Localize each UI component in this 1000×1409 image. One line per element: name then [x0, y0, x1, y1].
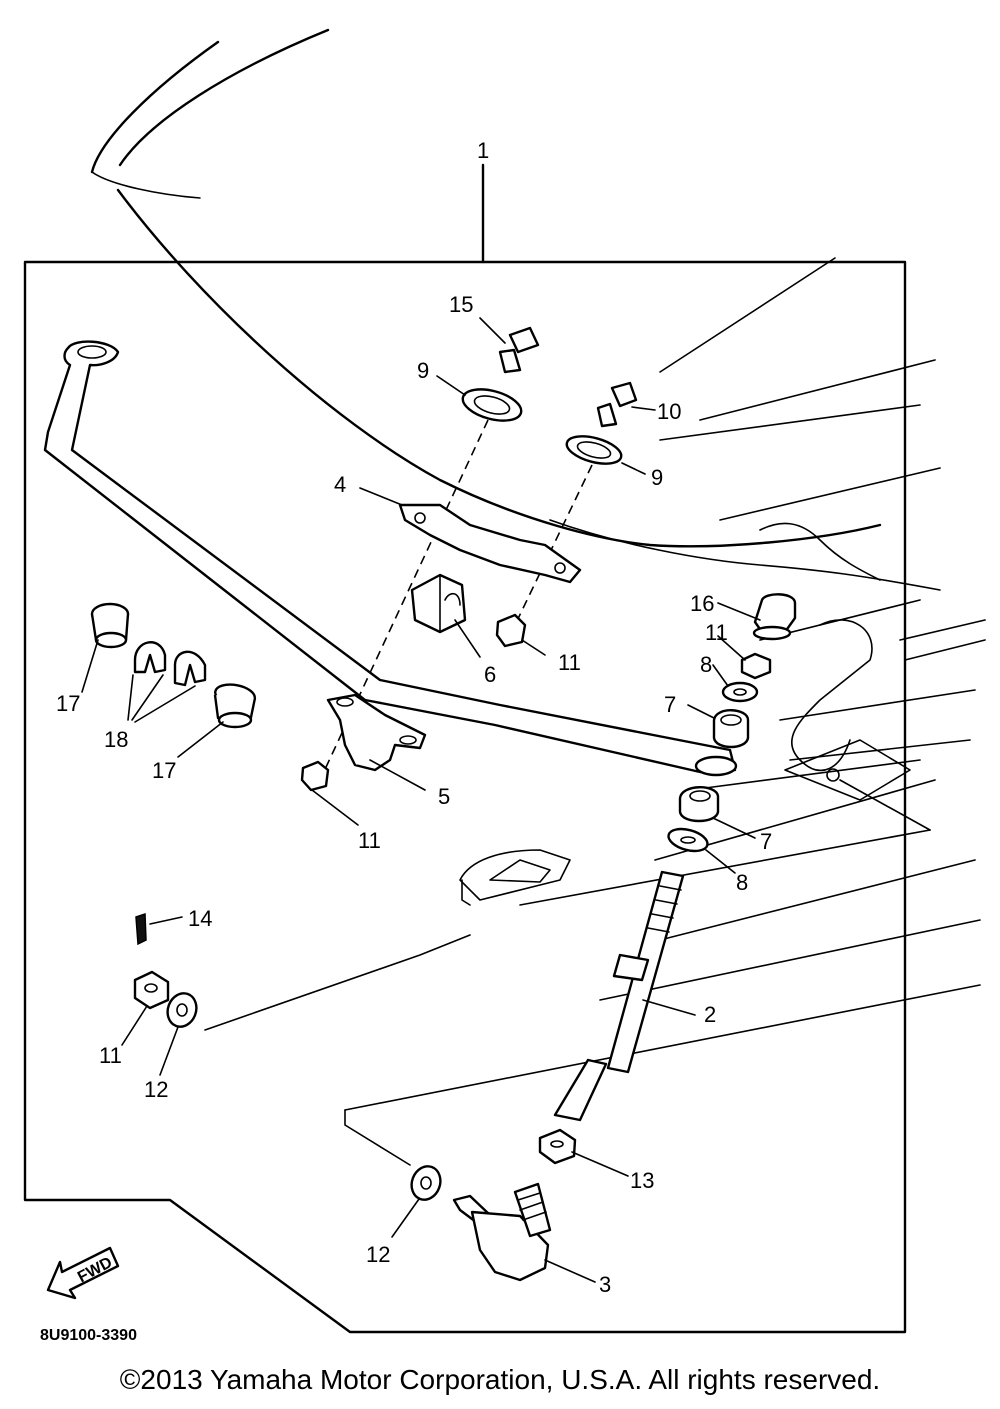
callout-14: 14 — [188, 906, 212, 931]
callout-5: 5 — [438, 784, 450, 809]
callout-9-right: 9 — [651, 465, 663, 490]
cotter-pin-14 — [135, 912, 147, 946]
callout-12-left: 12 — [144, 1077, 168, 1102]
nut-11-left — [133, 970, 170, 1010]
bushing-17-left — [90, 602, 130, 649]
nut-13 — [538, 1128, 577, 1165]
copyright-notice: ©2013 Yamaha Motor Corporation, U.S.A. A… — [119, 1364, 881, 1395]
callout-9-left: 9 — [417, 358, 429, 383]
callout-15: 15 — [449, 292, 473, 317]
washer-9-left — [461, 388, 523, 422]
bushing-7-lower — [678, 786, 720, 823]
callout-8-upper: 8 — [700, 652, 712, 677]
callout-7-upper: 7 — [664, 692, 676, 717]
callout-1: 1 — [477, 138, 489, 163]
callout-16: 16 — [690, 591, 714, 616]
washer-12-left — [166, 992, 198, 1028]
washer-9-right — [565, 435, 623, 465]
diagram-code: 8U9100-3390 — [40, 1327, 137, 1344]
bolt-15 — [498, 326, 540, 374]
cap-16 — [752, 593, 797, 641]
diagram-frame — [23, 163, 907, 1334]
bushing-6 — [410, 573, 467, 634]
washer-8-lower — [667, 827, 709, 853]
callout-11-right: 11 — [705, 620, 728, 645]
nut-11-right — [740, 652, 772, 680]
callout-3: 3 — [599, 1272, 611, 1297]
washer-12-lower — [410, 1165, 442, 1201]
ball-joint-3 — [452, 1182, 552, 1282]
callout-2: 2 — [704, 1002, 716, 1027]
leader-lines — [81, 317, 761, 1283]
bolt-10 — [596, 381, 638, 428]
bracket-4 — [398, 503, 582, 584]
callout-4: 4 — [334, 472, 346, 497]
bushing-7-upper — [712, 709, 750, 749]
nut-11-lower — [300, 760, 330, 792]
callout-7-lower: 7 — [760, 829, 772, 854]
bushing-17-right — [213, 683, 257, 729]
callout-10: 10 — [657, 399, 681, 424]
callout-12-lower: 12 — [366, 1242, 390, 1267]
callout-8-lower: 8 — [736, 870, 748, 895]
forward-arrow-icon: FWD — [46, 1246, 120, 1300]
callout-13: 13 — [630, 1168, 654, 1193]
stabilizer-bar — [43, 340, 738, 777]
callout-6: 6 — [484, 662, 496, 687]
clamp-5 — [326, 693, 427, 772]
clamp-18 — [133, 641, 207, 687]
washer-8-upper — [721, 681, 759, 703]
chassis-outline — [90, 28, 986, 1166]
nut-11-upper — [495, 613, 527, 648]
callout-18: 18 — [104, 727, 128, 752]
callout-11-lower: 11 — [358, 828, 381, 853]
callout-labels: 1 2 3 4 5 6 7 7 8 8 9 9 10 11 11 11 11 1… — [56, 138, 772, 1297]
callout-11-center: 11 — [558, 650, 581, 675]
callout-11-left: 11 — [99, 1043, 122, 1068]
callout-17-left: 17 — [56, 691, 80, 716]
link-rod-2 — [553, 870, 685, 1122]
callout-17-right: 17 — [152, 758, 176, 783]
